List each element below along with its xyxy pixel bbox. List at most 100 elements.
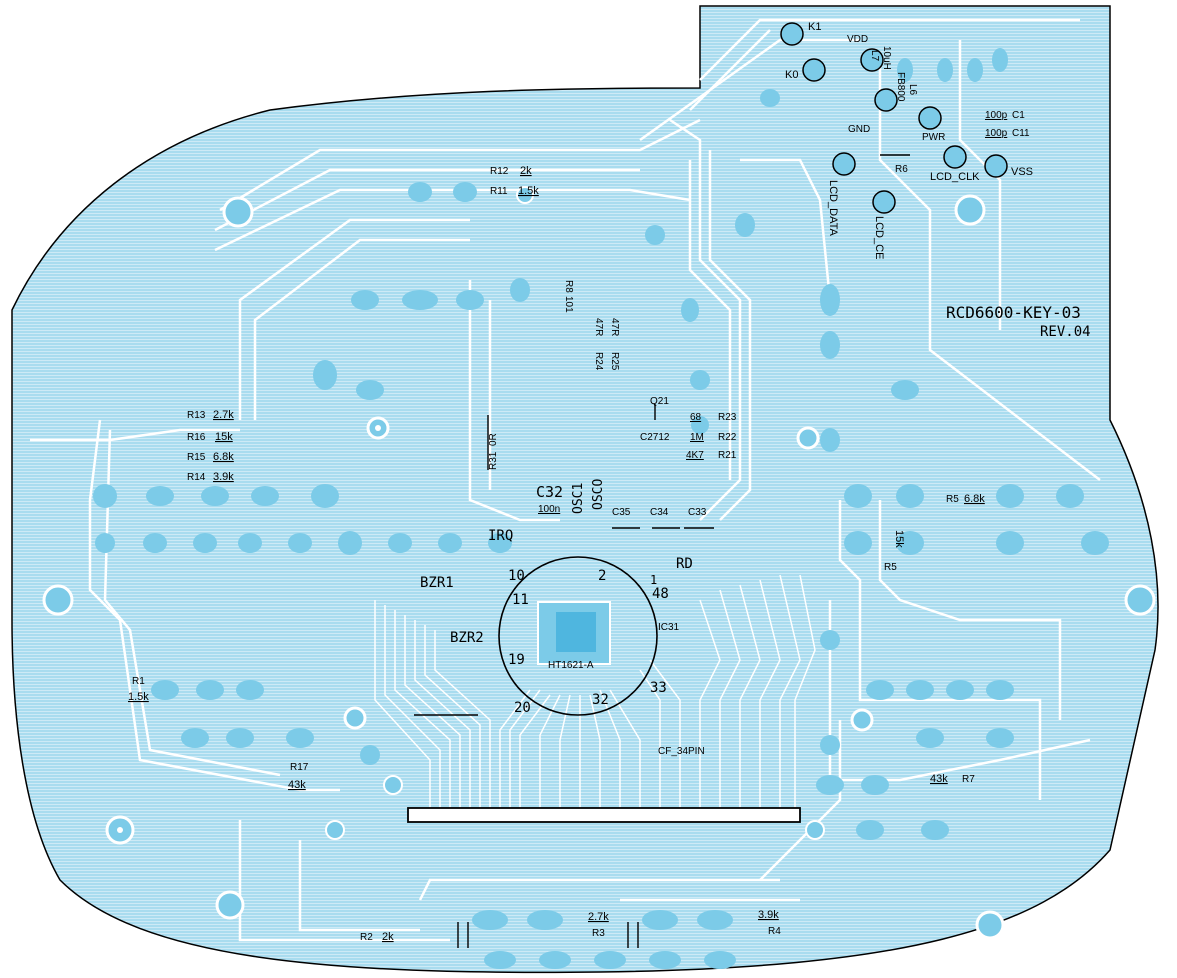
pad-label-pwr: PWR	[922, 132, 945, 143]
pin19-label: 19	[508, 652, 525, 668]
test-pads	[780, 22, 1008, 214]
r21-value: 4K7	[686, 450, 704, 461]
r7-value: 43k	[930, 773, 948, 785]
l6-label: L6	[907, 84, 918, 96]
r23-label: R23	[718, 412, 737, 423]
r31-label: R31	[488, 451, 499, 470]
pad-vss	[984, 154, 1008, 178]
r21-label: R21	[718, 450, 737, 461]
c11-value: 100p	[985, 128, 1008, 139]
r12-label: R12	[490, 166, 509, 177]
connector-slot	[407, 807, 801, 823]
r23-value: 68	[690, 412, 702, 423]
labels: RCD6600-KEY-03 REV.04 K1 K0 VDD GND PWR …	[128, 21, 1091, 943]
pad-k1	[780, 22, 804, 46]
mounting-holes	[42, 186, 1156, 940]
r25-label: R25	[609, 352, 620, 371]
r16-label: R16	[187, 432, 206, 443]
r22-label: R22	[718, 432, 737, 443]
trace-network	[30, 18, 1101, 942]
ic31-footprint	[498, 556, 658, 716]
pin32-label: 32	[592, 692, 609, 708]
c35-label: C35	[612, 507, 631, 518]
pad-lcd-data	[832, 152, 856, 176]
r11-value: 1.5k	[518, 185, 539, 197]
r31-value: 0R	[488, 433, 499, 446]
r2-label: R2	[360, 932, 373, 943]
r13-label: R13	[187, 410, 206, 421]
r13-value: 2.7k	[213, 409, 234, 421]
r3-label: R3	[592, 928, 605, 939]
c33-label: C33	[688, 507, 707, 518]
pin11-label: 11	[512, 592, 529, 608]
r3-value: 2.7k	[588, 911, 609, 923]
ic31-label: IC31	[658, 622, 680, 633]
pin33-label: 33	[650, 680, 667, 696]
ic-outline-circle	[498, 556, 658, 716]
silkscreen-lines	[414, 154, 910, 948]
pad-blobs	[93, 48, 1109, 969]
r5b-label: R5	[884, 562, 897, 573]
c1-value: 100p	[985, 110, 1008, 121]
connector-label: CF_34PIN	[658, 746, 705, 757]
l7-value: 10uH	[881, 46, 892, 70]
r14-label: R14	[187, 472, 206, 483]
pad-label-vdd: VDD	[847, 34, 868, 45]
l7-label: L7	[869, 50, 880, 62]
pad-label-lcd-data: LCD_DATA	[827, 180, 839, 236]
q21-label: Q21	[650, 396, 669, 407]
bzr1-label: BZR1	[420, 575, 454, 591]
pad-label-lcd-ce: LCD_CE	[873, 216, 885, 259]
r12-value: 2k	[520, 165, 532, 177]
pad-vdd	[860, 48, 884, 72]
pad-label-vss: VSS	[1011, 166, 1033, 178]
pad-k0	[802, 58, 826, 82]
board-title: RCD6600-KEY-03	[946, 303, 1081, 322]
r14-value: 3.9k	[213, 471, 234, 483]
r2-value: 2k	[382, 931, 394, 943]
pad-lcd-ce	[872, 190, 896, 214]
pin2-label: 2	[598, 568, 606, 584]
c2712-label: C2712	[640, 432, 670, 443]
rd-label: RD	[676, 556, 693, 572]
r5b-value: 15k	[893, 530, 905, 548]
pad-pwr	[918, 106, 942, 130]
r24-label: R24	[593, 352, 604, 371]
r1-label: R1	[132, 676, 145, 687]
r4-value: 3.9k	[758, 909, 779, 921]
r5-value: 6.8k	[964, 493, 985, 505]
r16-value: 15k	[215, 431, 233, 443]
r11-label: R11	[490, 186, 508, 197]
pin10-label: 10	[508, 568, 525, 584]
c32-label: C32	[536, 483, 563, 501]
r15-label: R15	[187, 452, 206, 463]
c34-label: C34	[650, 507, 669, 518]
irq-label: IRQ	[488, 528, 513, 544]
r6-label: R6	[895, 164, 908, 175]
r17-label: R17	[290, 762, 309, 773]
c11-label: C11	[1012, 128, 1030, 139]
r17-value: 43k	[288, 779, 306, 791]
osco-label: OSCO	[591, 479, 606, 510]
ic-part-label: HT1621-A	[548, 660, 594, 671]
r22-value: 1M	[690, 432, 704, 443]
pad-label-lcd-clk: LCD_CLK	[930, 171, 980, 183]
r7-label: R7	[962, 774, 975, 785]
r25-value: 47R	[609, 318, 620, 336]
c1-label: C1	[1012, 110, 1025, 121]
pad-label-k1: K1	[808, 21, 821, 33]
r15-value: 6.8k	[213, 451, 234, 463]
pad-label-gnd: GND	[848, 124, 870, 135]
pad-label-k0: K0	[785, 69, 798, 81]
pin48-label: 48	[652, 586, 669, 602]
connector-traces	[374, 574, 816, 810]
c32-value: 100n	[538, 504, 560, 515]
board-revision: REV.04	[1040, 324, 1091, 340]
r8-label: R8	[563, 280, 574, 293]
bzr2-label: BZR2	[450, 630, 484, 646]
pad-lcd-clk	[943, 145, 967, 169]
pin20-label: 20	[514, 700, 531, 716]
r8-value: 101	[563, 296, 574, 313]
r1-value: 1.5k	[128, 691, 149, 703]
